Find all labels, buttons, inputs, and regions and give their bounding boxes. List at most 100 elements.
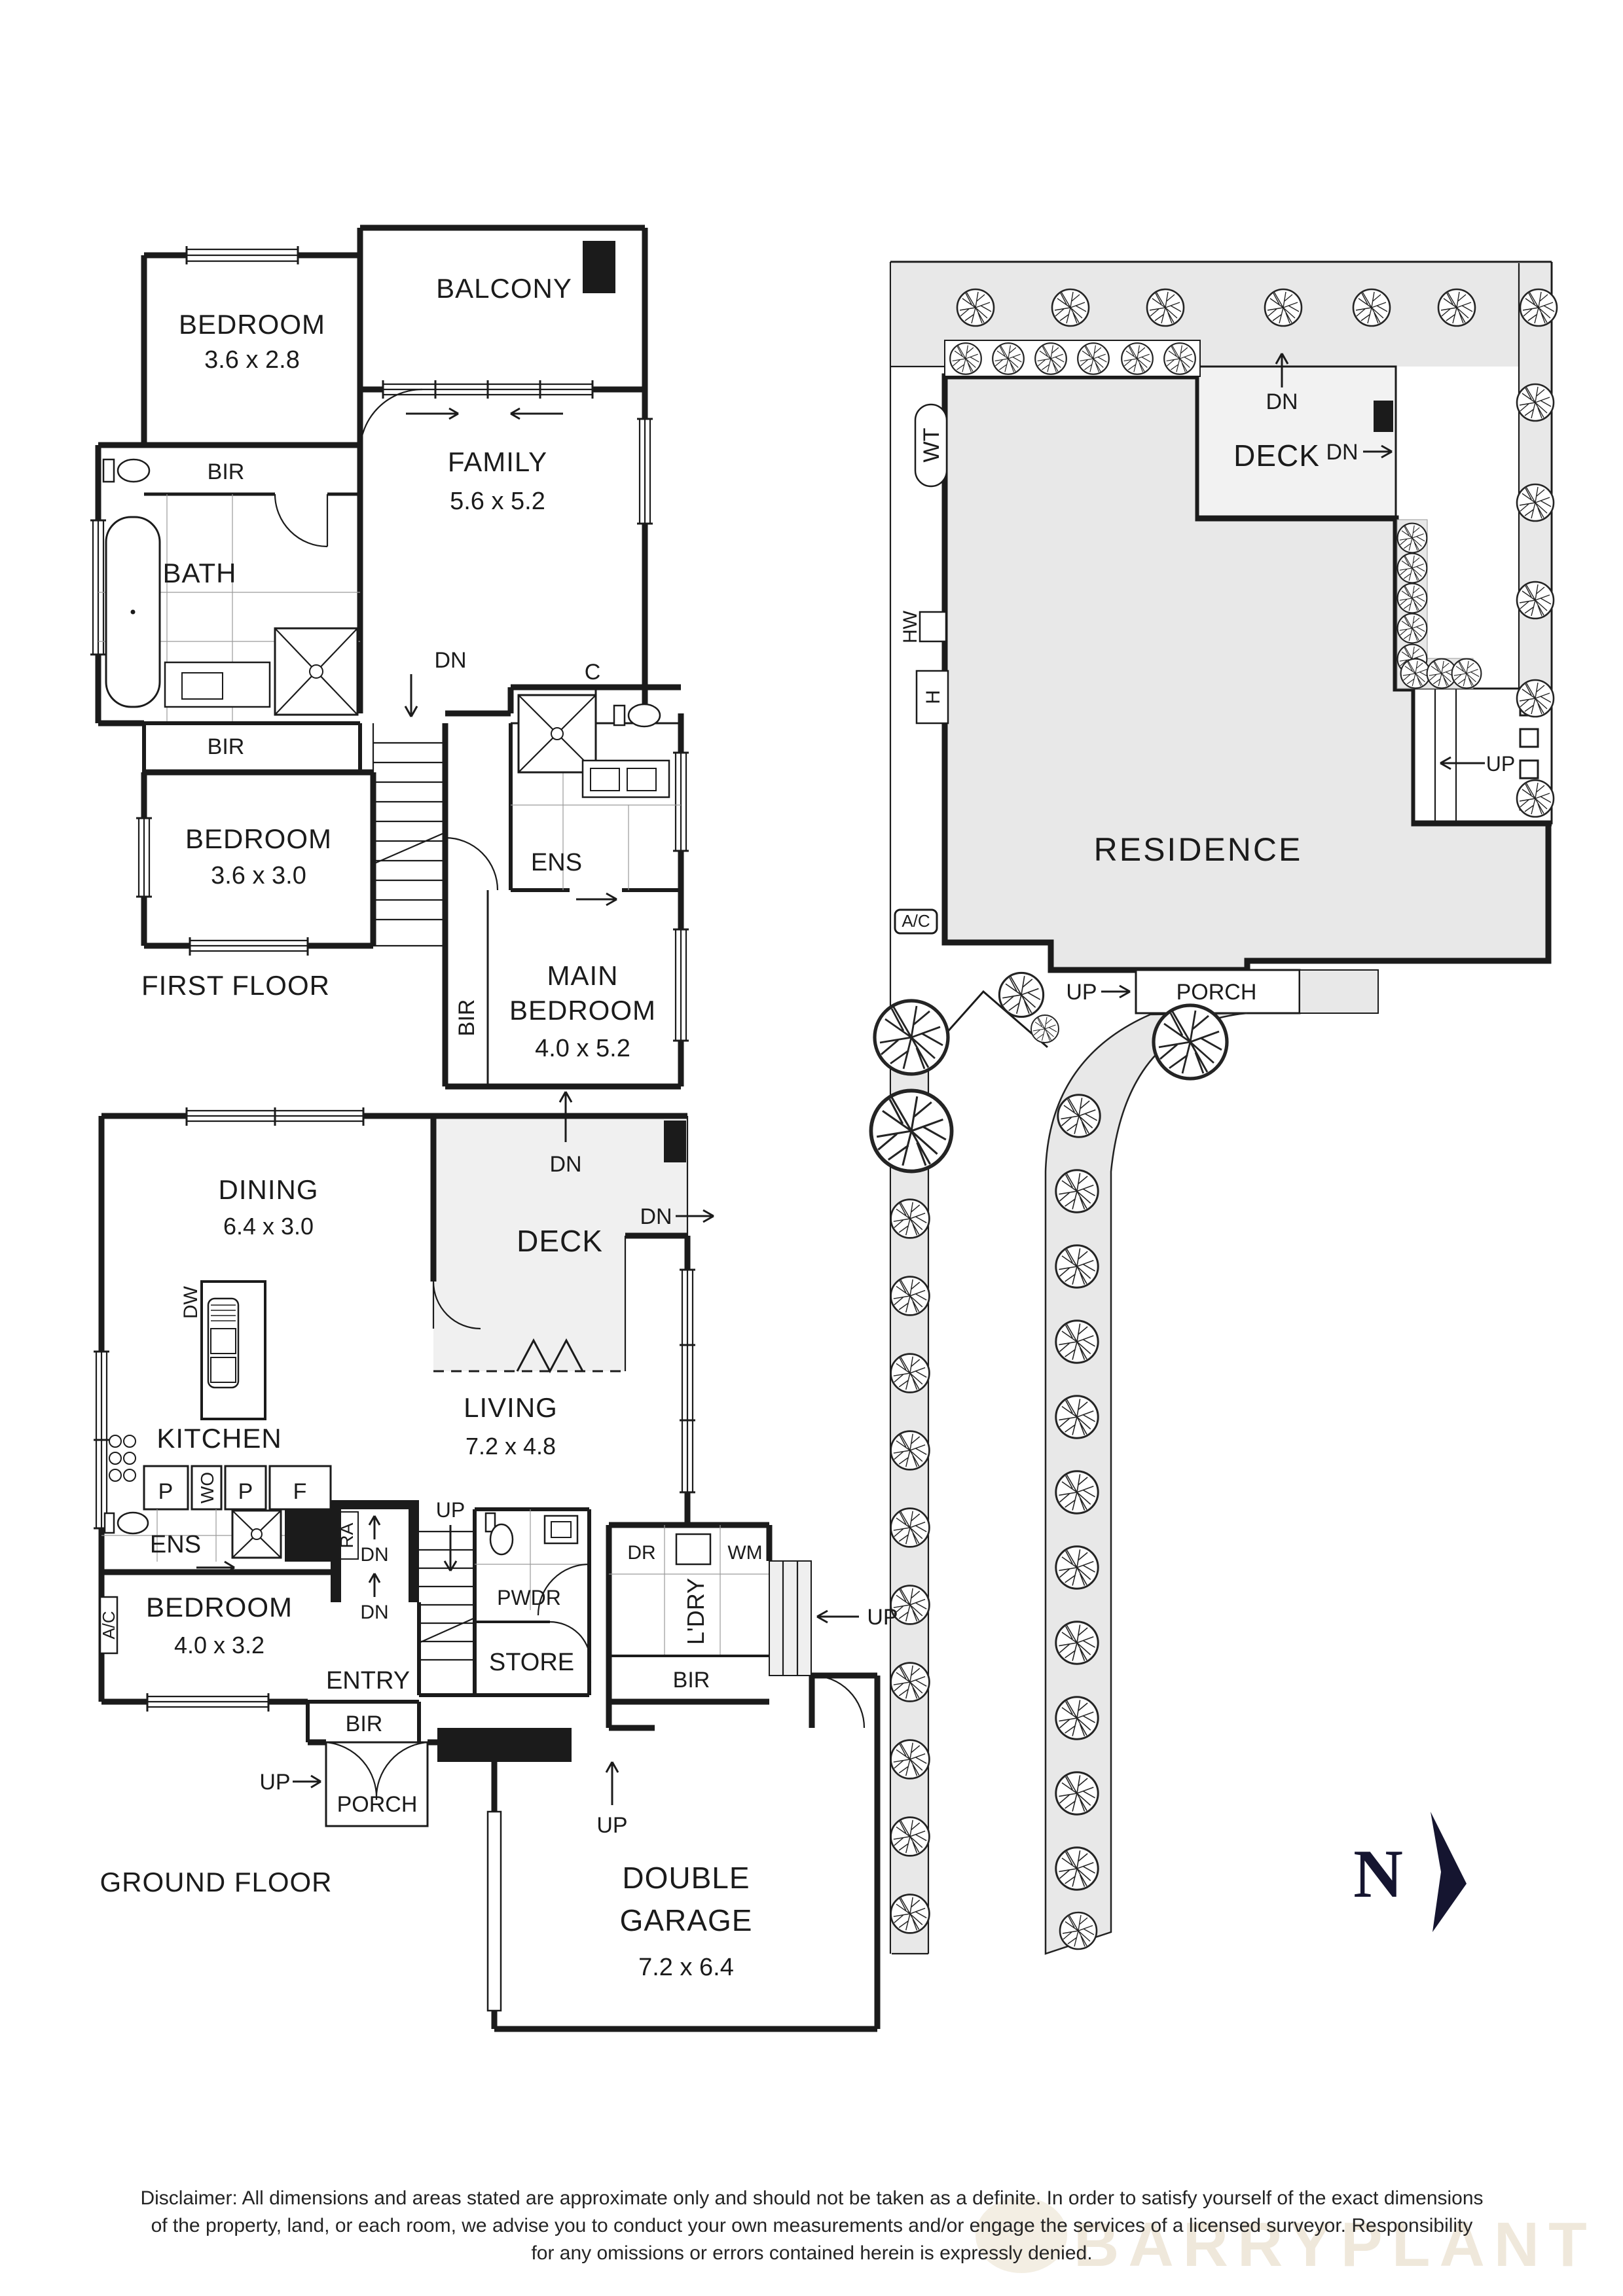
garage-stairs: UP	[769, 1560, 898, 1676]
stairs-first-floor	[372, 723, 446, 947]
bir-right-label: BIR	[673, 1668, 710, 1693]
disclaimer: Disclaimer: All dimensions and areas sta…	[140, 2187, 1483, 2264]
dining-dims: 6.4 x 3.0	[223, 1213, 314, 1240]
watermark-leaf-icon	[976, 2197, 1067, 2273]
stairs-dn-label: DN	[434, 648, 466, 673]
site-porch: UP PORCH	[1066, 969, 1379, 1014]
disclaimer-line2: of the property, land, or each room, we …	[151, 2215, 1473, 2236]
dining-label: DINING	[219, 1174, 319, 1205]
north-letter: N	[1353, 1835, 1403, 1912]
site-porch-up-label: UP	[1066, 980, 1097, 1005]
ens1-walls	[509, 723, 681, 892]
ens1-door-arrow	[576, 892, 617, 906]
garage-dims: 7.2 x 6.4	[638, 1954, 734, 1981]
ground-floor-plan: DN DECK DN DINING 6.4 x 3.0 LIVING 7.2 x…	[94, 1091, 898, 2032]
site-deck-marker	[1374, 401, 1393, 432]
bedroom1-walls	[141, 252, 360, 448]
bir-left-label: BIR	[346, 1712, 383, 1736]
main-bedroom-line1: MAIN	[547, 960, 619, 991]
fridge-label: F	[293, 1479, 307, 1504]
balcony-walls	[357, 224, 648, 393]
bedroom3-dims: 4.0 x 3.2	[174, 1632, 264, 1659]
stairs-dn-arrow	[404, 674, 418, 717]
dn-nook-label2: DN	[360, 1602, 388, 1623]
site-deck-dn2-label: DN	[1326, 440, 1358, 465]
bath-window	[90, 519, 106, 656]
bedroom2-dims: 3.6 x 3.0	[211, 862, 306, 889]
family-window	[637, 418, 653, 525]
laundry: DR WM L'DRY BIR	[606, 1522, 773, 1705]
gdeck-dn-label: DN	[549, 1152, 581, 1177]
gdeck-door-arc	[432, 1281, 481, 1330]
dw-label: DW	[180, 1285, 202, 1319]
site-porch-label: PORCH	[1176, 980, 1257, 1005]
disclaimer-line1: Disclaimer: All dimensions and areas sta…	[140, 2187, 1483, 2209]
gens-shower-icon	[231, 1509, 282, 1559]
ens1-toilet-icon	[613, 703, 661, 728]
wall-oven-label: WO	[197, 1472, 217, 1503]
entry-label: ENTRY	[326, 1667, 410, 1695]
main-bedroom-door-arc	[445, 836, 499, 891]
sliding-door-arrows	[406, 407, 563, 420]
gdeck-dn2-label: DN	[640, 1204, 672, 1229]
powder-room: PWDR	[475, 1507, 591, 1695]
dining-window-top	[185, 1107, 365, 1126]
garden-strip-left	[892, 1018, 928, 1954]
bath-outer-walls	[95, 442, 144, 726]
living-dims: 7.2 x 4.8	[465, 1433, 556, 1460]
garage-line2: GARAGE	[620, 1903, 753, 1937]
main-bedroom-line2: BEDROOM	[509, 995, 656, 1026]
garage-door	[486, 1810, 502, 2012]
dn-nook: DN DN	[331, 1500, 419, 1623]
stairs-up-label: UP	[436, 1498, 465, 1522]
bath-label: BATH	[163, 558, 237, 588]
site-deck-dn-label: DN	[1266, 389, 1298, 414]
hot-water-unit: HW	[900, 610, 947, 643]
bedroom3-label: BEDROOM	[146, 1592, 293, 1623]
kitchen-label: KITCHEN	[156, 1423, 282, 1454]
disclaimer-line3: for any omissions or errors contained he…	[531, 2242, 1092, 2264]
kitchen-window-left	[94, 1350, 109, 1530]
ens1-vanity	[581, 759, 670, 798]
bath-door-arc	[274, 493, 329, 548]
toilet-icon	[102, 458, 151, 483]
bath-shower-icon	[274, 627, 359, 716]
family-walls	[357, 389, 648, 717]
gf-ac-label: A/C	[99, 1611, 119, 1639]
watermark-text: BARRYPLANT	[1074, 2210, 1596, 2280]
hedge-band	[944, 340, 1201, 377]
bedroom2-window-left	[136, 817, 152, 898]
laundry-label: L'DRY	[682, 1578, 709, 1645]
gens-label: ENS	[150, 1531, 201, 1558]
bedroom2-window-bottom	[189, 937, 309, 956]
main-bedroom-dims: 4.0 x 5.2	[535, 1035, 630, 1062]
gdeck-dn-up-arrow	[558, 1091, 573, 1142]
site-ac-label: A/C	[902, 911, 930, 931]
cupboard-label: C	[585, 660, 601, 685]
north-arrow-icon	[1431, 1812, 1467, 1932]
stairs-ground-floor: UP	[417, 1498, 589, 1697]
gdeck-label: DECK	[517, 1224, 603, 1258]
gdeck-dn2-arrow	[676, 1209, 714, 1223]
bir2-walls	[142, 721, 362, 772]
bathtub-drain	[130, 609, 136, 615]
bedroom3-ac: A/C	[99, 1596, 119, 1655]
fridge-alcove	[285, 1509, 332, 1562]
garage-up-label: UP	[596, 1813, 627, 1838]
washer-label: WM	[727, 1542, 762, 1564]
garage-line1: DOUBLE	[622, 1861, 750, 1895]
pantry-label: P	[158, 1479, 173, 1504]
bedroom2-label: BEDROOM	[185, 823, 332, 854]
site-right-thick-wall	[1414, 820, 1552, 961]
living-window-right	[680, 1268, 695, 1494]
bath-vanity	[164, 661, 271, 708]
bath-tiles	[98, 494, 360, 723]
living-label: LIVING	[464, 1392, 558, 1423]
bedroom2-walls	[141, 772, 376, 949]
wt-label: WT	[919, 428, 944, 463]
gdeck-zigzag	[516, 1338, 584, 1374]
cooktop-icon	[109, 1435, 136, 1482]
first-floor-plan: BEDROOM 3.6 x 2.8 BALCONY FAMILY 5.6 x 5…	[90, 224, 689, 1090]
